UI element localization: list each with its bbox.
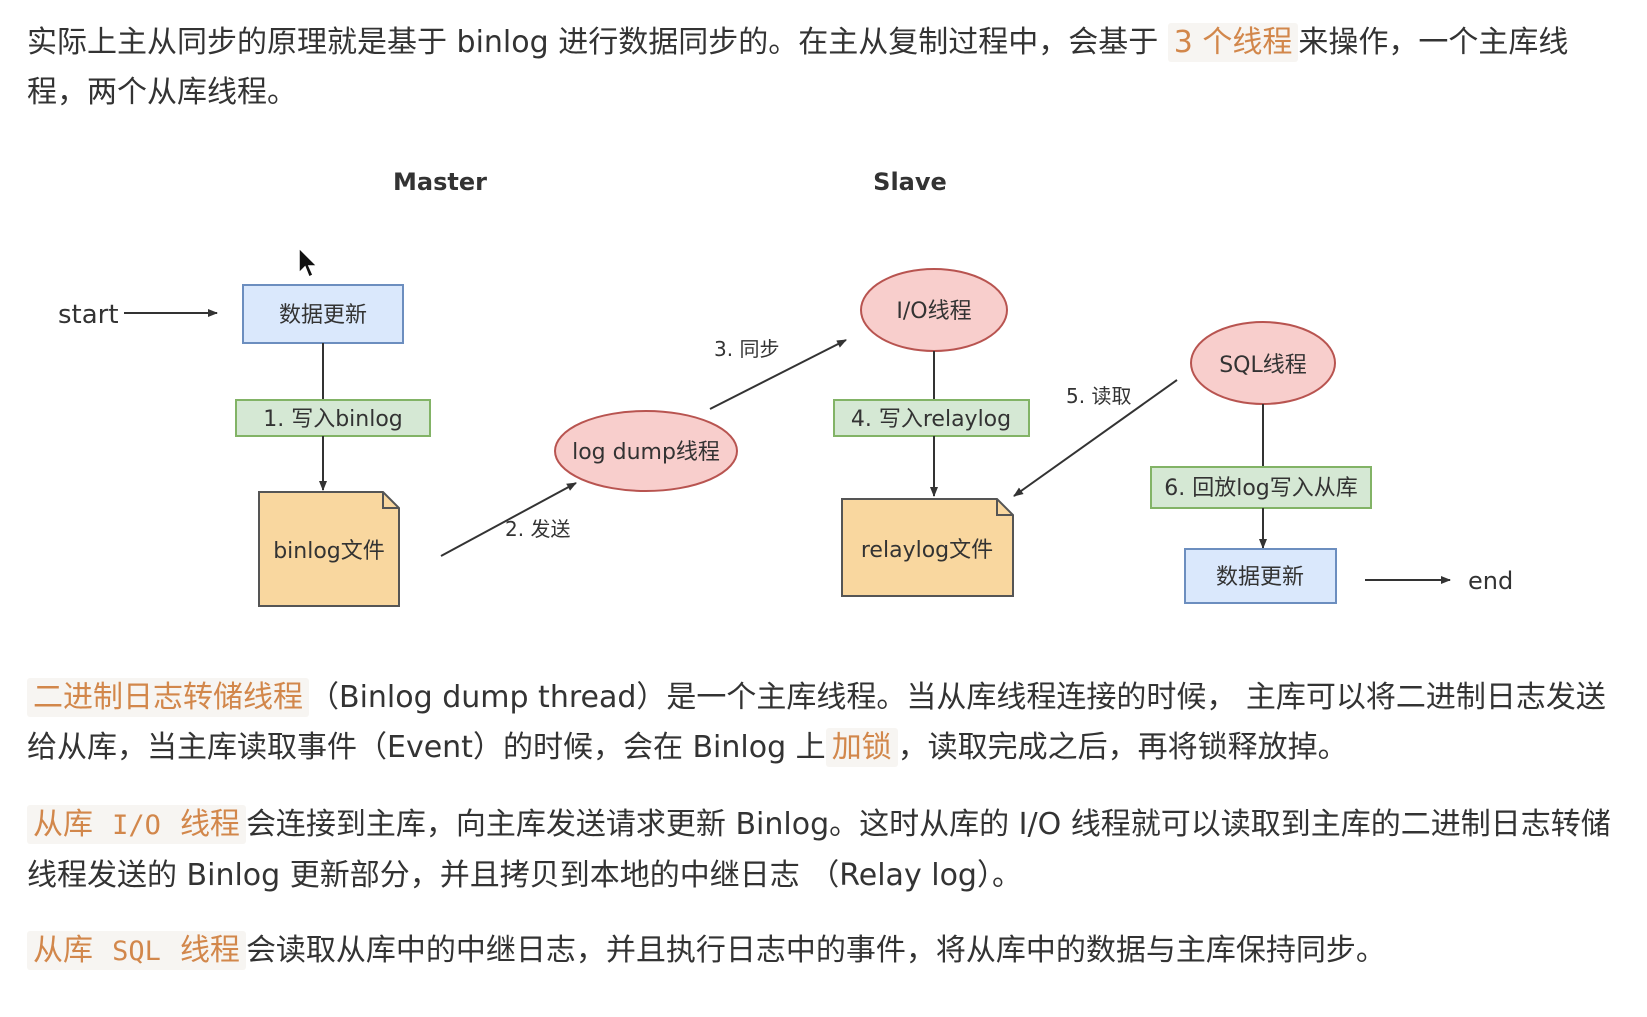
log-dump-thread-label: log dump线程: [572, 440, 720, 465]
log-dump-thread-ellipse: [554, 410, 738, 492]
dump-thread-text: （Binlog dump thread）是一个主库线程。当从库线程连接的时候， …: [27, 680, 1606, 765]
io-thread-text: 会连接到主库，向主库发送请求更新 Binlog。这时从库的 I/O 线程就可以读…: [27, 807, 1611, 893]
step1-box: [235, 399, 431, 437]
step3-arrow: [709, 339, 847, 410]
relaylog-file-fold: [996, 499, 1013, 516]
io-thread-highlight: 从库 I/O 线程: [27, 805, 246, 844]
step5-arrow: [1013, 379, 1178, 497]
relaylog-file-label: relaylog文件: [861, 538, 993, 563]
master-update-label: 数据更新: [279, 303, 367, 328]
binlog-file-label: binlog文件: [273, 539, 385, 564]
sql-thread-text: 会读取从库中的中继日志，并且执行日志中的事件，将从库中的数据与主库保持同步。: [245, 933, 1386, 968]
binlog-file-note: [258, 491, 400, 607]
dump-thread-highlight: 二进制日志转储线程: [27, 678, 309, 717]
replication-diagram: Master Slave start 数据更新 1. 写入binlog binl…: [58, 168, 1513, 607]
intro-text-after: 来操作，一个主库线程，两个从库线程。: [27, 25, 1569, 110]
start-label: start: [58, 300, 119, 330]
step6-label: 6. 回放log写入从库: [1164, 476, 1358, 501]
sql-thread-paragraph: 从库 SQL 线程会读取从库中的中继日志，并且执行日志中的事件，将从库中的数据与…: [27, 926, 1617, 977]
io-thread-paragraph: 从库 I/O 线程会连接到主库，向主库发送请求更新 Binlog。这时从库的 I…: [27, 800, 1617, 901]
mouse-cursor-icon: [298, 247, 319, 279]
slave-update-label: 数据更新: [1216, 565, 1304, 590]
sql-thread-label: SQL线程: [1219, 353, 1307, 378]
slave-title: Slave: [873, 168, 947, 196]
sql-highlight-sql: SQL: [112, 936, 161, 967]
sql-highlight-thread: 线程: [179, 933, 240, 968]
io-thread-label: I/O线程: [896, 299, 971, 324]
io-highlight-thread: 线程: [179, 807, 240, 842]
io-highlight-slave: 从库: [33, 807, 93, 842]
step5-label: 5. 读取: [1066, 384, 1131, 408]
step6-box: [1150, 466, 1372, 509]
sql-highlight-slave: 从库: [33, 933, 93, 968]
step2-label: 2. 发送: [505, 517, 570, 541]
slave-update-box: [1184, 548, 1337, 604]
step4-label: 4. 写入relaylog: [851, 407, 1011, 432]
step2-arrow: [440, 482, 577, 557]
lock-highlight: 加锁: [825, 728, 898, 767]
io-highlight-io: I/O: [112, 810, 161, 841]
sql-thread-highlight: 从库 SQL 线程: [27, 931, 246, 970]
intro-highlight: 3 个线程: [1167, 23, 1299, 62]
master-title: Master: [393, 168, 487, 196]
intro-text-before: 实际上主从同步的原理就是基于 binlog 进行数据同步的。在主从复制过程中，会…: [27, 25, 1159, 60]
step3-label: 3. 同步: [714, 337, 779, 361]
step4-box: [833, 399, 1030, 437]
dump-thread-paragraph: 二进制日志转储线程（Binlog dump thread）是一个主库线程。当从库…: [27, 673, 1617, 773]
dump-thread-text-end: ，读取完成之后，再将锁释放掉。: [897, 730, 1348, 765]
relaylog-file-note: [841, 498, 1014, 597]
intro-paragraph: 实际上主从同步的原理就是基于 binlog 进行数据同步的。在主从复制过程中，会…: [27, 18, 1617, 118]
binlog-file-fold: [382, 492, 399, 509]
end-label: end: [1468, 567, 1513, 595]
step1-label: 1. 写入binlog: [263, 407, 403, 432]
